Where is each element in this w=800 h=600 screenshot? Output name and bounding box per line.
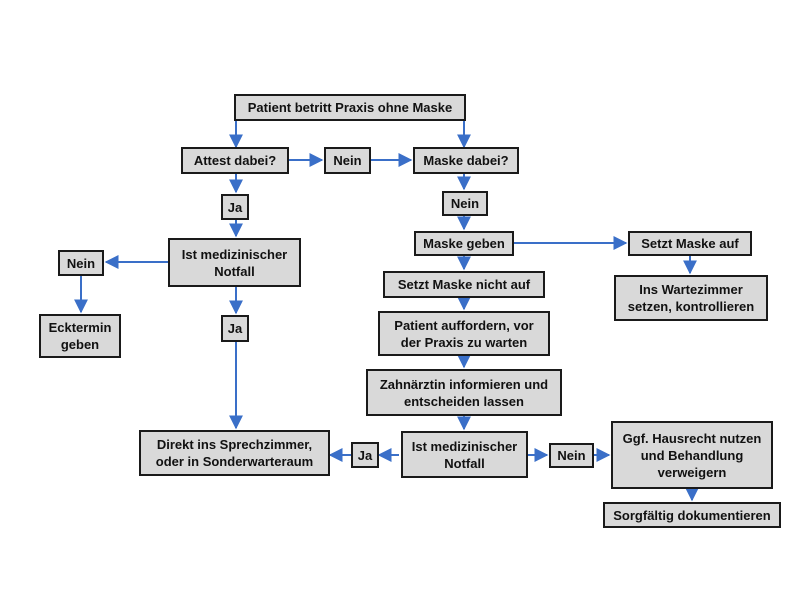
- label-ja-attest: Ja: [221, 194, 249, 220]
- node-hausrecht: Ggf. Hausrecht nutzen und Behandlung ver…: [611, 421, 773, 489]
- label-ja-notfall-1: Ja: [221, 315, 249, 342]
- node-maske-geben: Maske geben: [414, 231, 514, 256]
- node-wartezimmer: Ins Wartezimmer setzen, kontrollieren: [614, 275, 768, 321]
- node-attest-question: Attest dabei?: [181, 147, 289, 174]
- label-nein-attest: Nein: [324, 147, 371, 174]
- node-notfall-question-2: Ist medizinischer Notfall: [401, 431, 528, 478]
- node-ecktermin: Ecktermin geben: [39, 314, 121, 358]
- node-setzt-maske-auf: Setzt Maske auf: [628, 231, 752, 256]
- node-zahnaerztin-informieren: Zahnärztin informieren und entscheiden l…: [366, 369, 562, 416]
- node-start: Patient betritt Praxis ohne Maske: [234, 94, 466, 121]
- node-setzt-maske-nicht-auf: Setzt Maske nicht auf: [383, 271, 545, 298]
- node-direkt-sprechzimmer: Direkt ins Sprechzimmer, oder in Sonderw…: [139, 430, 330, 476]
- node-dokumentieren: Sorgfältig dokumentieren: [603, 502, 781, 528]
- label-nein-notfall-2: Nein: [549, 443, 594, 468]
- label-nein-notfall-1: Nein: [58, 250, 104, 276]
- node-patient-auffordern: Patient auffordern, vor der Praxis zu wa…: [378, 311, 550, 356]
- node-maske-dabei-question: Maske dabei?: [413, 147, 519, 174]
- label-ja-notfall-2: Ja: [351, 442, 379, 468]
- node-notfall-question-1: Ist medizinischer Notfall: [168, 238, 301, 287]
- label-nein-maske: Nein: [442, 191, 488, 216]
